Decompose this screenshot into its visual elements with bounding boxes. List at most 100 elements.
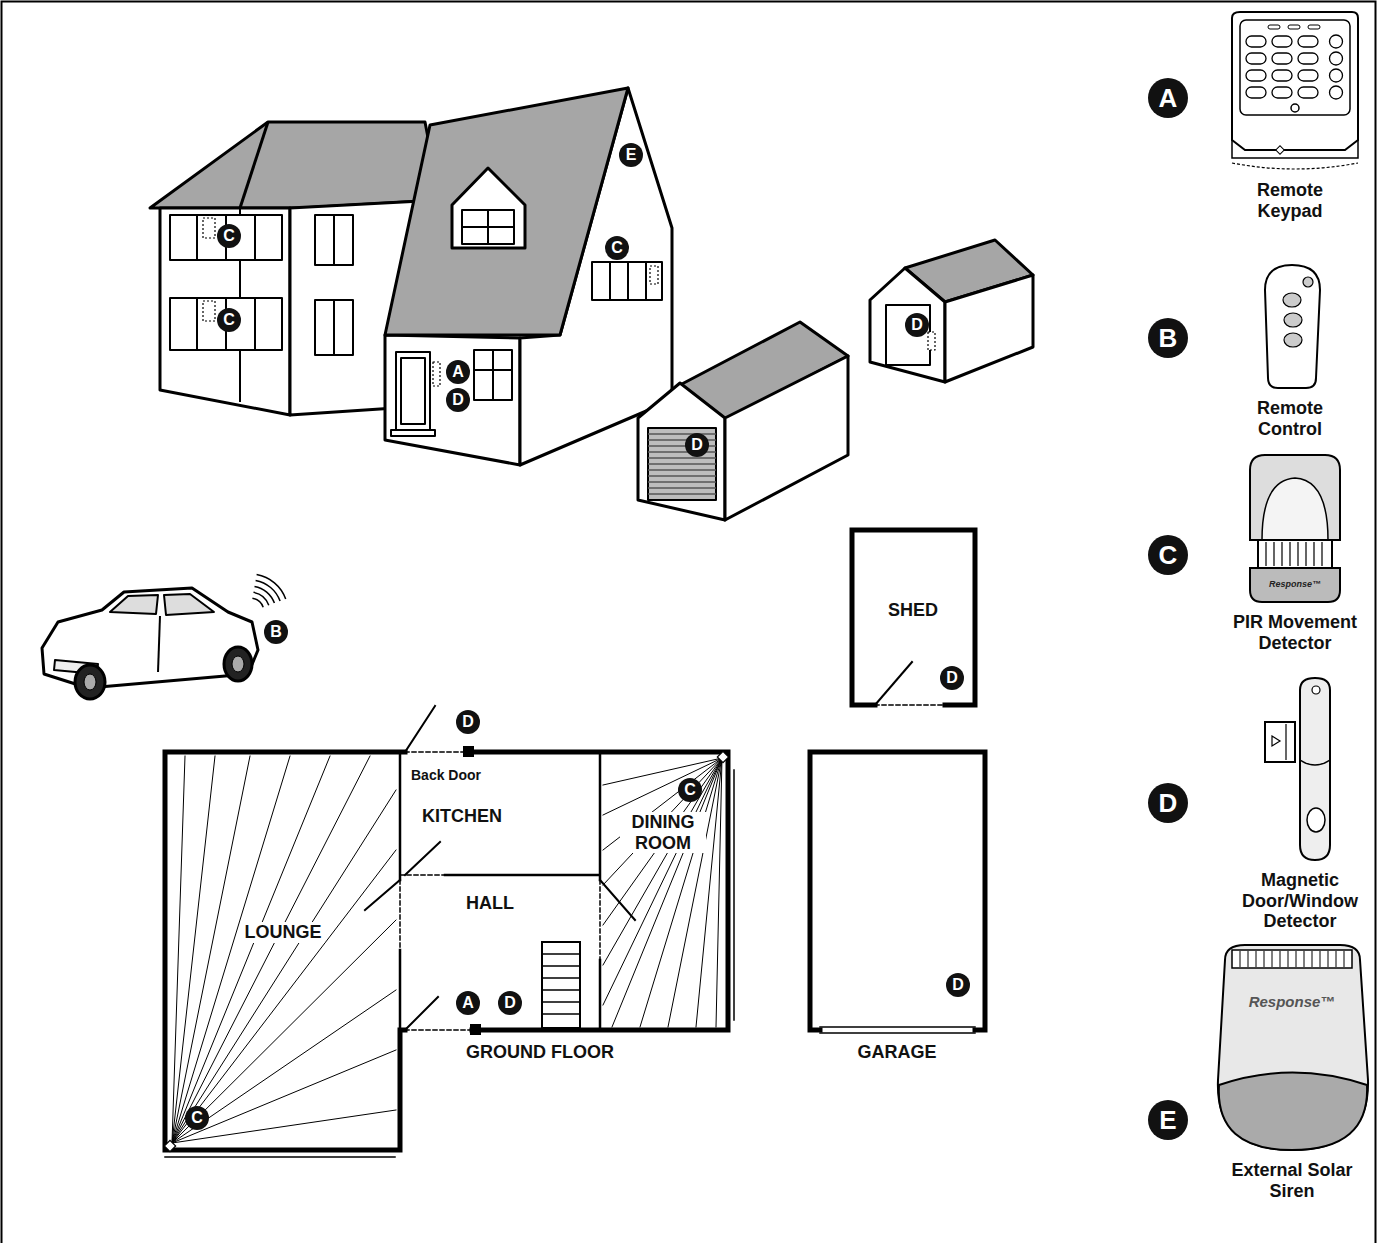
siren-picture [1218, 945, 1368, 1150]
house-drawing [254, 215, 256, 260]
keypad-picture [1246, 35, 1343, 99]
key-letter: B [1148, 318, 1188, 358]
floor-plan-drawing [542, 954, 580, 1014]
keypad-picture [1232, 12, 1358, 150]
callout-text: A [452, 364, 464, 380]
pir-picture [1250, 568, 1340, 602]
callout-text: A [1159, 85, 1178, 111]
callout-letter: C [217, 308, 241, 332]
room-label: HALL [463, 893, 517, 914]
callout-letter: D [446, 388, 470, 412]
house-drawing [645, 262, 647, 300]
keypad-picture [1272, 70, 1292, 81]
callout-text: D [452, 392, 464, 408]
keypad-picture [1298, 36, 1318, 47]
shed-drawing [886, 305, 930, 365]
keypad-picture [1330, 69, 1343, 82]
garage-drawing [638, 322, 848, 520]
house-drawing [433, 362, 440, 386]
house-drawing [474, 369, 512, 371]
callout-text: A [462, 995, 474, 1011]
house-drawing [650, 266, 658, 284]
brand-mark: Response™ [1269, 579, 1321, 589]
key-letter: D [1148, 783, 1188, 823]
house-drawing [396, 352, 430, 430]
garage-drawing [725, 356, 848, 520]
pir-picture [1250, 455, 1340, 540]
key-letter: E [1148, 1100, 1188, 1140]
garage-drawing [648, 434, 716, 494]
keypad-picture [1232, 163, 1358, 169]
house-drawing [150, 88, 672, 465]
house-drawing [254, 298, 256, 350]
car-drawing [257, 575, 286, 599]
pir-picture [1262, 478, 1328, 540]
keypad-picture [1288, 25, 1300, 29]
car-drawing [252, 575, 285, 608]
keypad-picture [1291, 104, 1299, 112]
callout-letter: D [456, 710, 480, 734]
remote-picture [1284, 313, 1302, 327]
floor-plan-drawing [810, 752, 985, 1030]
floor-plan-drawing [400, 752, 600, 1030]
pir-picture [1258, 540, 1332, 568]
siren-picture [1218, 945, 1368, 1150]
door-label: Back Door [408, 767, 484, 783]
shed-drawing [870, 240, 1033, 382]
keypad-picture [1298, 53, 1318, 64]
floor-plan-drawing [875, 662, 912, 705]
keypad-picture [1330, 52, 1343, 65]
house-drawing [627, 262, 629, 300]
callout-text: C [223, 228, 235, 244]
room-label: KITCHEN [419, 806, 505, 827]
callout-text: D [1159, 790, 1178, 816]
floor-plan-drawing [470, 1024, 481, 1035]
house-drawing [385, 335, 520, 465]
device-name: Remote Keypad [1240, 180, 1340, 221]
remote-picture [1265, 265, 1320, 388]
floor-plan-drawing [603, 758, 722, 1027]
house-drawing [333, 300, 335, 355]
car-drawing [42, 588, 258, 688]
house-drawing [203, 301, 215, 321]
car-drawing [252, 598, 263, 607]
floor-plan-drawing [164, 1140, 175, 1151]
car-drawing [164, 594, 214, 615]
car-drawing [224, 647, 252, 681]
floor-plan-drawing [172, 756, 396, 1143]
callout-letter: A [456, 991, 480, 1015]
callout-text: B [270, 624, 282, 640]
callout-text: C [1159, 542, 1178, 568]
car-drawing [84, 674, 96, 690]
house-drawing [315, 300, 353, 355]
key-letter: C [1148, 535, 1188, 575]
device-name: PIR Movement Detector [1225, 612, 1365, 653]
house-drawing [196, 298, 198, 350]
callout-letter: D [685, 433, 709, 457]
magnetic-detector-picture [1300, 678, 1330, 860]
magnetic-detector-picture [1265, 722, 1295, 762]
keypad-picture [1276, 146, 1284, 154]
callout-letter: C [185, 1106, 209, 1130]
floor-plan-drawing [405, 752, 472, 1030]
callout-text: D [946, 670, 958, 686]
callout-letter: D [498, 991, 522, 1015]
device-name: External Solar Siren [1222, 1160, 1362, 1201]
callout-letter: C [605, 236, 629, 260]
callout-text: D [691, 437, 703, 453]
callout-text: E [626, 147, 637, 163]
callout-text: D [952, 977, 964, 993]
house-drawing [391, 210, 662, 436]
keypad-picture [1268, 25, 1280, 29]
floor-plan-drawing [165, 770, 734, 1157]
floor-plan-drawing [165, 752, 728, 1150]
callout-letter: C [678, 778, 702, 802]
keypad-picture [1272, 36, 1292, 47]
device-name: Remote Control [1240, 398, 1340, 439]
floor-plan-drawing [542, 942, 580, 1028]
callout-letter: D [905, 313, 929, 337]
keypad-picture [1240, 20, 1350, 115]
